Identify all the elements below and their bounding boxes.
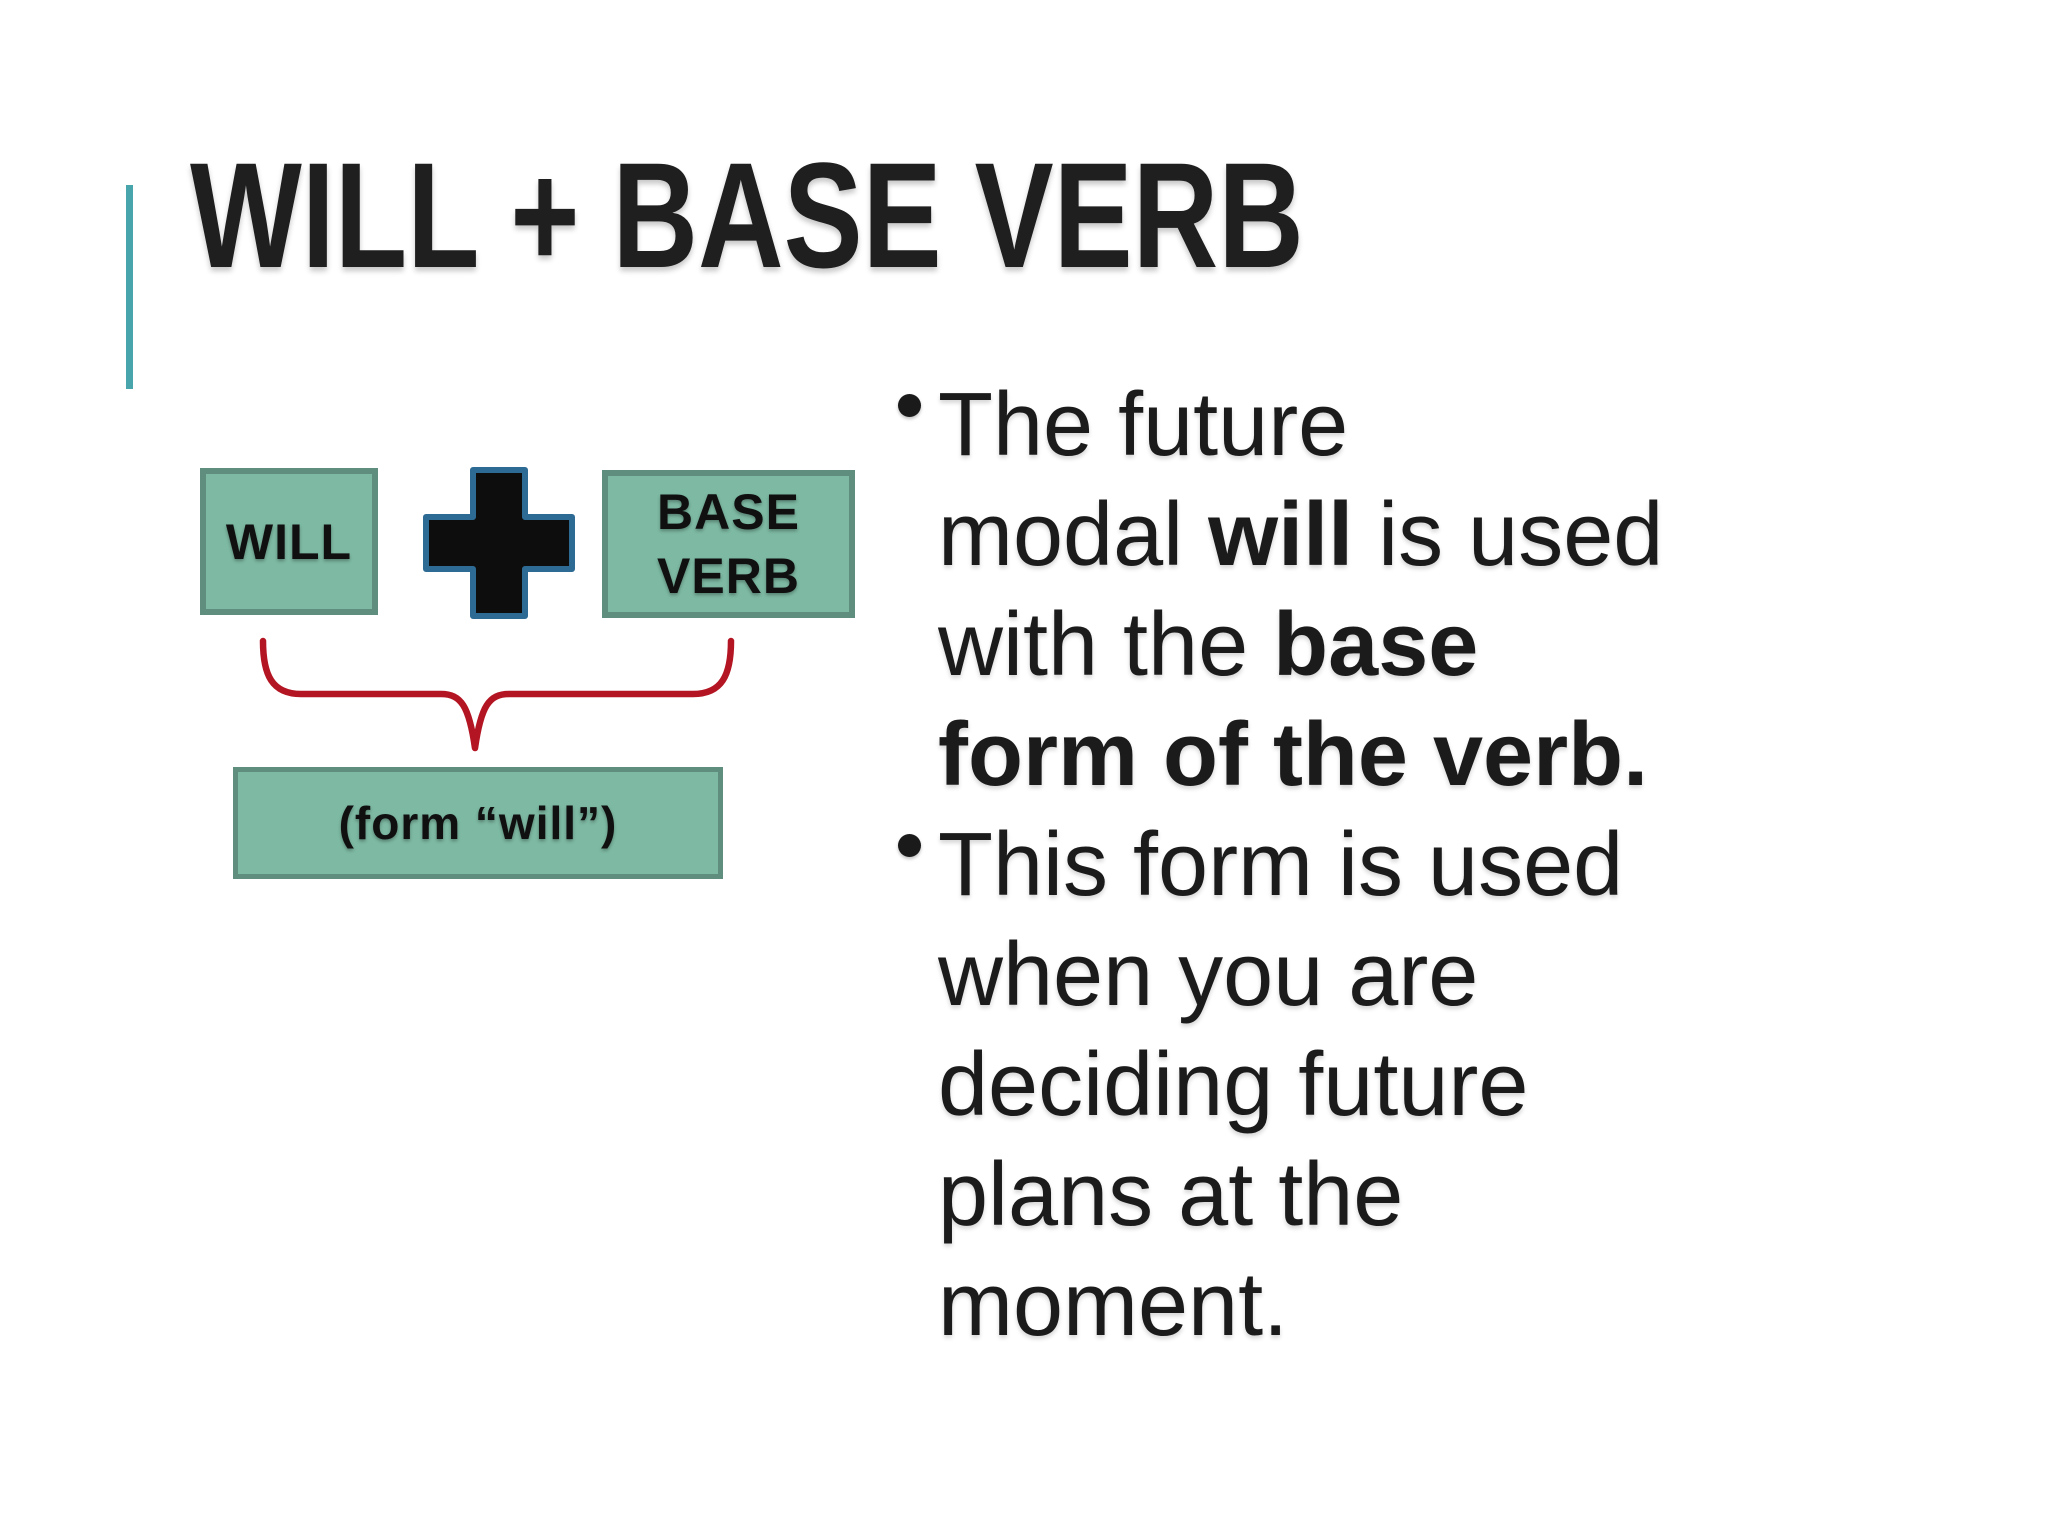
curly-brace-icon (255, 633, 740, 763)
bullet-dot (898, 394, 921, 417)
bullet-line: This form is used (938, 815, 1624, 915)
bullet-line: The future (938, 375, 1349, 475)
curly-brace-svg (259, 637, 735, 752)
plus-icon-svg (423, 467, 575, 619)
form-will-box-label: (form “will”) (338, 797, 618, 849)
base-verb-box: BASE VERB (602, 470, 855, 618)
will-box-label: WILL (225, 513, 353, 570)
bullet-line: plans at the (938, 1145, 1404, 1245)
base-verb-box-label: BASE VERB (657, 480, 800, 608)
bullet-line: form of the verb. (938, 705, 1649, 805)
page-title: WILL + BASE VERB (190, 131, 1304, 299)
bullet-line: when you are (938, 925, 1479, 1025)
bullet-line: moment. (938, 1255, 1289, 1355)
bullet-dot (898, 834, 921, 857)
plus-icon (423, 467, 575, 619)
base-label-line2: VERB (657, 548, 800, 604)
will-box: WILL (200, 468, 378, 615)
bullet-line: with the base (938, 595, 1479, 695)
form-will-box: (form “will”) (233, 767, 723, 879)
accent-bar (126, 185, 133, 389)
bullet-line: deciding future (938, 1035, 1529, 1135)
bullet-line: modal will is used (938, 485, 1664, 585)
base-label-line1: BASE (657, 484, 800, 540)
